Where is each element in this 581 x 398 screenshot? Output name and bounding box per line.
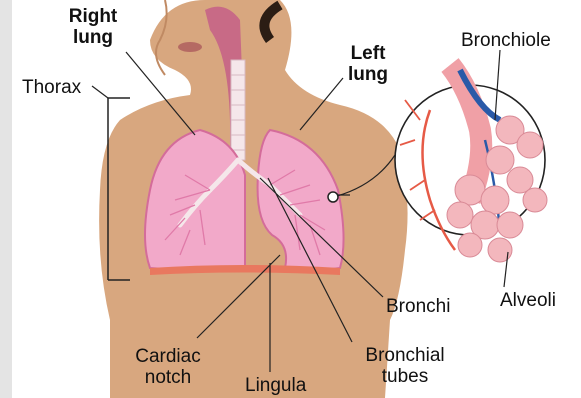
bronchial-tubes-label: Bronchial tubes [350,345,460,387]
mouth [178,42,202,52]
lingula-label: Lingula [245,375,306,396]
focus-marker [328,192,338,202]
bronchiole-label: Bronchiole [461,30,551,51]
side-bar [0,0,12,398]
cardiac-notch-label: Cardiac notch [118,346,218,388]
left-lung-label: Left lung [338,43,398,85]
bronchi-label: Bronchi [386,296,450,317]
alveoli-label: Alveoli [500,290,556,311]
thorax-label: Thorax [22,77,81,98]
right-lung-label: Right lung [58,6,128,48]
